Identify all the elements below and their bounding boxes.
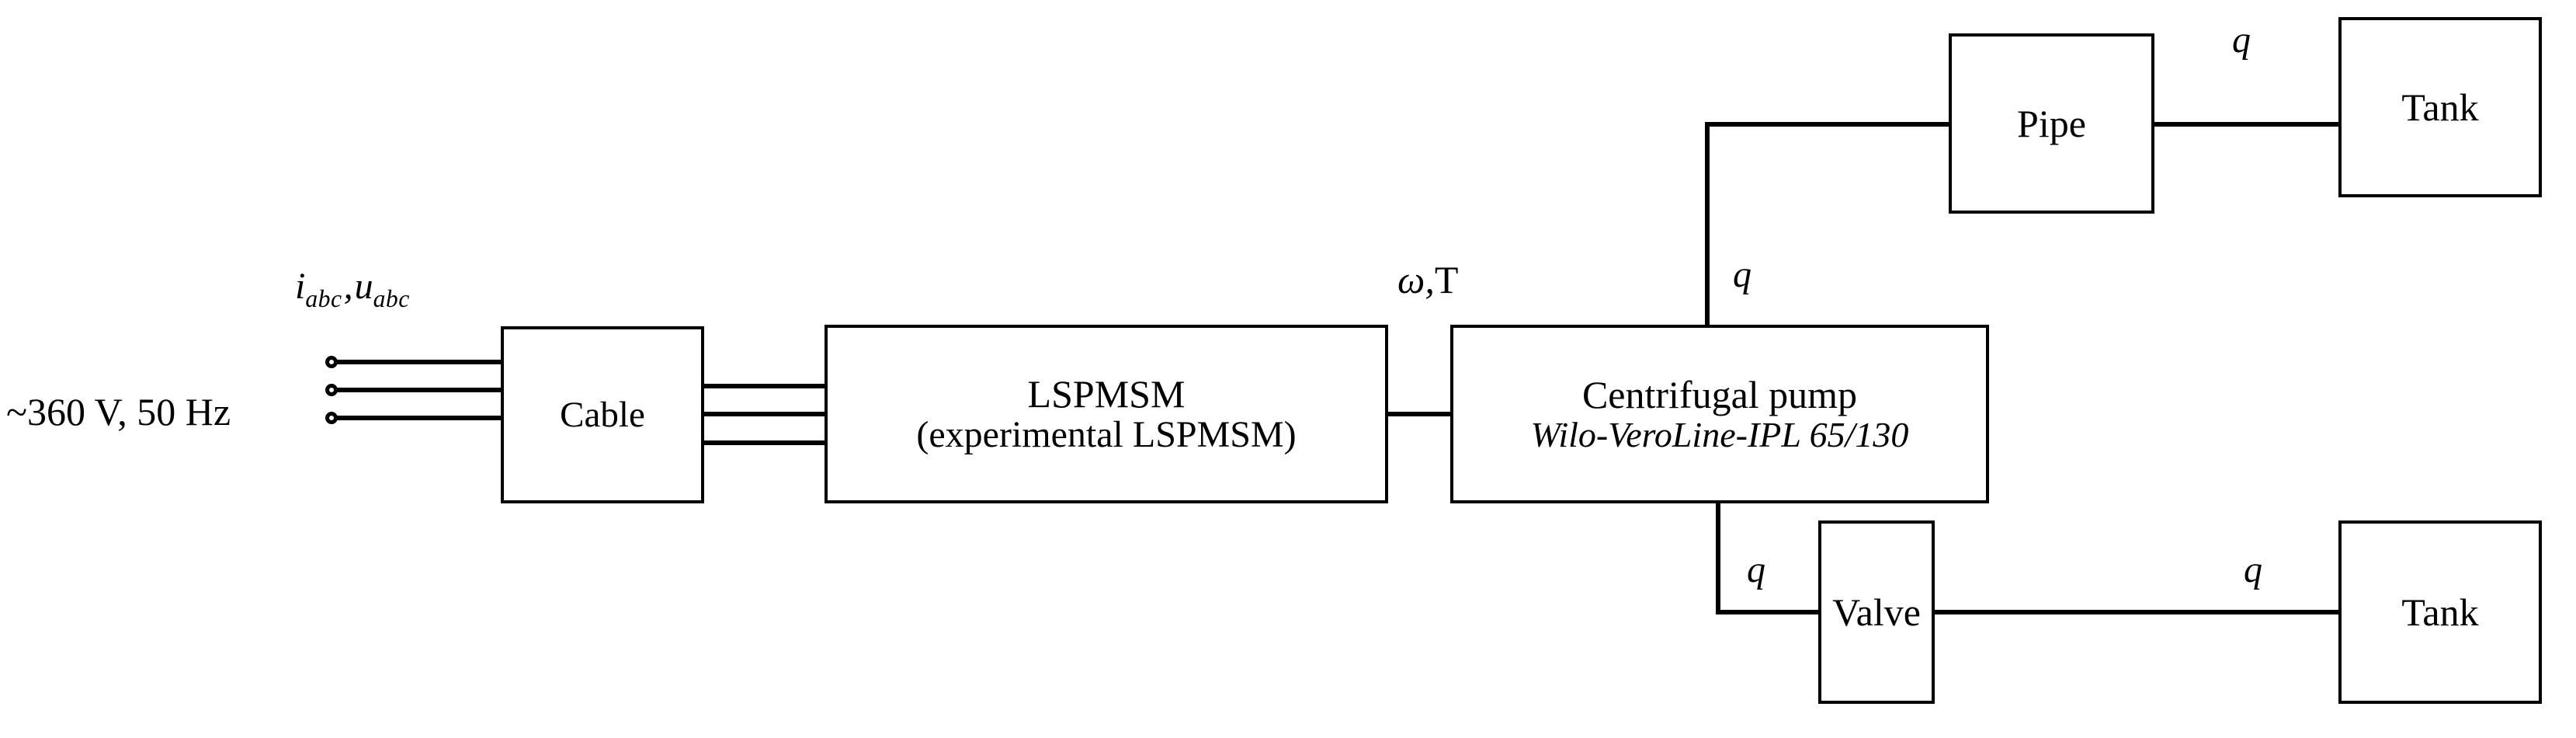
block-cable-label: Cable <box>560 394 645 435</box>
voltage-subscript: abc <box>373 284 410 312</box>
block-tank-bottom[interactable]: Tank <box>2338 520 2542 704</box>
mechanical-signals-label: ω,T <box>1397 260 1458 299</box>
riser-to-pipe-line <box>1705 122 1952 127</box>
cable-motor-line-b <box>702 412 828 416</box>
block-centrifugal-pump[interactable]: Centrifugal pump Wilo-VeroLine-IPL 65/13… <box>1450 325 1989 503</box>
mechanical-separator: , <box>1425 258 1435 301</box>
flow-label-pipe-to-tank: q <box>2232 19 2251 61</box>
valve-to-tank-line <box>1932 610 2342 614</box>
block-pump-label: Centrifugal pump <box>1581 373 1858 417</box>
block-valve-label: Valve <box>1832 590 1921 634</box>
supply-line-a <box>335 360 503 364</box>
current-symbol: i <box>295 266 306 307</box>
supply-terminal-b <box>325 384 338 396</box>
drop-vertical-line <box>1716 500 1720 612</box>
electrical-signals-label: iabc,uabc <box>295 266 410 312</box>
block-lspmsm[interactable]: LSPMSM (experimental LSPMSM) <box>825 325 1388 503</box>
block-lspmsm-label: LSPMSM <box>1027 372 1186 416</box>
block-pump-model: Wilo-VeroLine-IPL 65/130 <box>1530 415 1909 455</box>
drop-to-valve-line <box>1716 610 1821 614</box>
flow-label-drop: q <box>1747 549 1765 590</box>
shaft-line <box>1386 412 1453 416</box>
voltage-symbol: u <box>354 266 373 307</box>
signals-separator: , <box>343 266 353 307</box>
cable-motor-line-c <box>702 440 828 445</box>
block-valve[interactable]: Valve <box>1818 520 1935 704</box>
flow-label-riser: q <box>1733 254 1751 295</box>
block-pipe-label: Pipe <box>2017 102 2086 145</box>
current-subscript: abc <box>305 284 342 312</box>
block-pipe[interactable]: Pipe <box>1949 33 2154 214</box>
block-cable[interactable]: Cable <box>501 326 704 503</box>
supply-terminal-c <box>325 412 338 424</box>
block-tank-top[interactable]: Tank <box>2338 17 2542 197</box>
block-tank-top-label: Tank <box>2401 85 2479 129</box>
flow-label-valve-to-tank: q <box>2244 549 2262 590</box>
supply-label: ~360 V, 50 Hz <box>6 390 231 433</box>
torque-symbol: T <box>1434 258 1459 301</box>
supply-terminal-a <box>325 356 338 368</box>
block-lspmsm-sublabel: (experimental LSPMSM) <box>916 414 1297 456</box>
block-tank-bottom-label: Tank <box>2401 590 2479 634</box>
supply-line-b <box>335 388 503 392</box>
cable-motor-line-a <box>702 384 828 388</box>
supply-line-c <box>335 416 503 420</box>
pipe-to-tank-line <box>2152 122 2342 127</box>
omega-symbol: ω <box>1397 258 1425 301</box>
riser-vertical-line <box>1705 124 1710 328</box>
